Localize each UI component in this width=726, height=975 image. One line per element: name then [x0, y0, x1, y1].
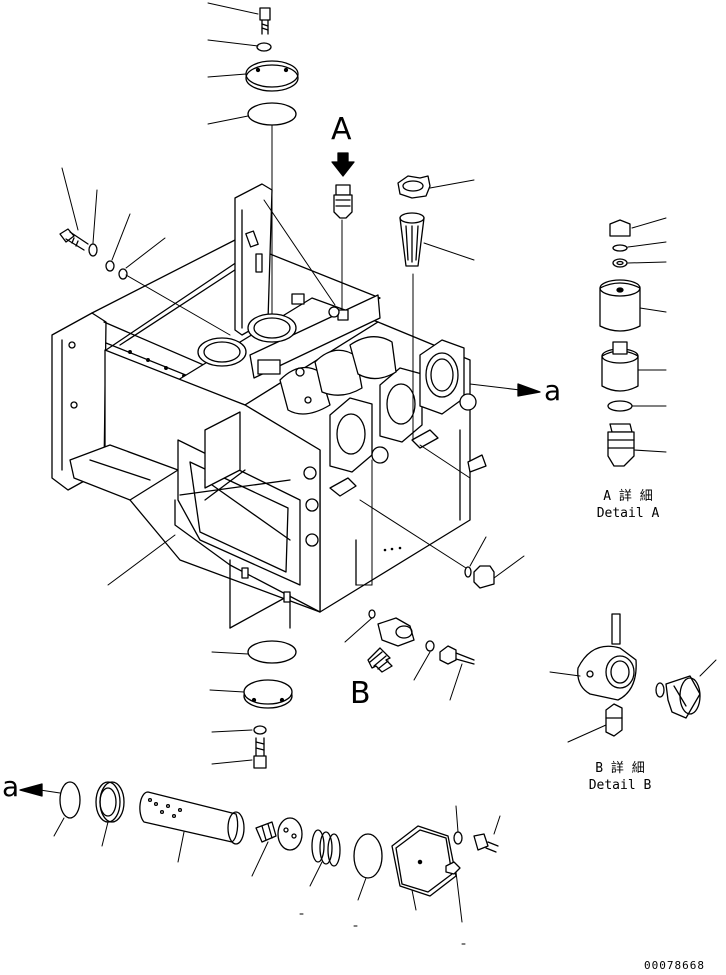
- top-cover-plate: [246, 61, 298, 91]
- leader-lines-detail-b: [550, 660, 716, 742]
- side-washer-1: [89, 244, 97, 256]
- cover-bolt: [474, 834, 498, 852]
- leader-lines-case: [264, 200, 470, 585]
- leader-lines-lower-right: [470, 537, 524, 578]
- view-b-label: B: [350, 676, 371, 711]
- valve-body-b: [345, 610, 474, 700]
- end-cover: [392, 826, 456, 896]
- ref-a-left-label: a: [2, 770, 20, 803]
- top-washer: [257, 43, 271, 51]
- case-covers: [280, 307, 476, 472]
- leader-lines-left: [62, 168, 230, 335]
- drain-plug-lower: [465, 566, 494, 588]
- side-bolt: [60, 229, 88, 250]
- leader-lines-bottom: [108, 535, 252, 764]
- detail-a-caption: A 詳 細 Detail A: [588, 488, 668, 522]
- leader-lines-top: [208, 3, 258, 124]
- top-gasket: [248, 103, 296, 125]
- bottom-gasket: [248, 641, 296, 663]
- filler-cap: [398, 176, 430, 198]
- disc-1: [60, 782, 80, 818]
- relief-valve: [256, 818, 302, 850]
- detail-a-jp: A 詳 細: [603, 489, 653, 504]
- side-washer-2: [106, 261, 114, 271]
- leader-lines-detail-a: [628, 218, 666, 452]
- view-b-arrow: [368, 648, 392, 672]
- drain-plug-a: [334, 185, 352, 218]
- bottom-cover-plate: [244, 680, 292, 708]
- detail-b-parts: [578, 614, 700, 736]
- view-a-arrow: [332, 153, 354, 176]
- small-marks: [300, 547, 465, 944]
- strainer: [400, 213, 424, 266]
- cover-nut: [446, 862, 460, 874]
- top-bolt: [260, 8, 270, 34]
- side-washer-3: [119, 269, 127, 279]
- filter-element: [140, 792, 244, 844]
- bottom-washer: [254, 726, 266, 734]
- leader-lines-cap: [424, 180, 474, 260]
- ring-clip: [96, 782, 124, 822]
- spring: [312, 830, 340, 866]
- detail-a-parts: [600, 220, 640, 466]
- ref-a-left-arrow: [20, 784, 60, 796]
- detail-b-jp: B 詳 細: [595, 761, 645, 776]
- view-a-label: A: [331, 112, 352, 147]
- detail-a-en: Detail A: [596, 506, 660, 521]
- detail-b-caption: B 詳 細 Detail B: [580, 760, 660, 794]
- ref-a-right-label: a: [544, 374, 562, 407]
- bottom-bolt: [254, 738, 266, 768]
- cover-washer: [454, 832, 462, 844]
- detail-b-en: Detail B: [588, 778, 652, 793]
- ref-a-right-arrow: [470, 384, 540, 396]
- leader-lines-bottom-row: [54, 806, 500, 922]
- drawing-code: 00078668: [644, 959, 705, 972]
- disc-2: [354, 834, 382, 878]
